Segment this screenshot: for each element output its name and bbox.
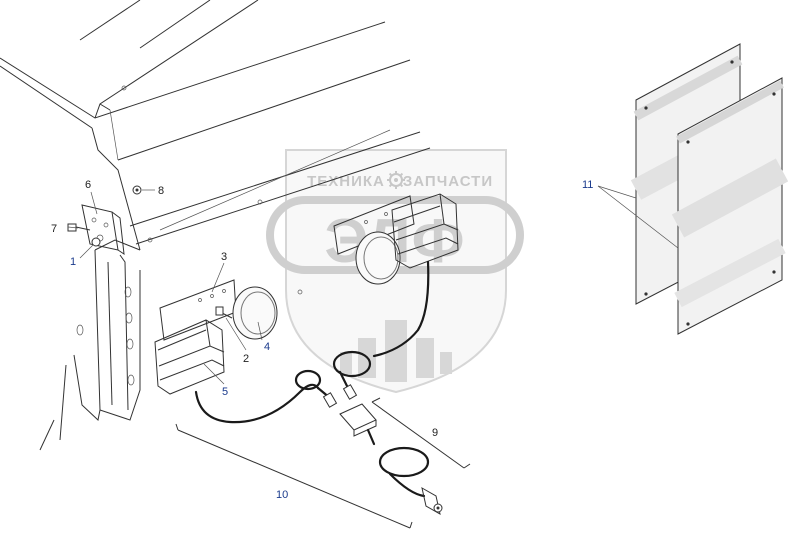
callout-bracket-10 (175, 423, 413, 529)
callout-labels: 6 7 8 1 3 2 4 5 9 10 11 (51, 179, 593, 501)
lens-right (355, 231, 401, 285)
leader-lines (67, 185, 679, 385)
watermark-brand-left: ТЕХНИКА (307, 173, 385, 190)
callout-4: 4 (264, 341, 270, 353)
mounting-plate-right (333, 195, 415, 255)
connector-left (322, 392, 338, 408)
screw-left (215, 306, 233, 319)
plug-connector (421, 487, 443, 515)
callout-5: 5 (222, 386, 228, 398)
callout-6: 6 (85, 179, 91, 191)
wiring-harness (194, 260, 443, 515)
callout-bracket-9 (371, 397, 471, 469)
connector-right (342, 384, 358, 400)
mounting-plate-left (159, 279, 237, 341)
washer (91, 237, 101, 247)
lamp-right (391, 193, 459, 269)
callout-11: 11 (582, 179, 593, 191)
callout-10: 10 (276, 489, 288, 501)
wheat-icon (340, 320, 452, 382)
callout-1: 1 (70, 256, 76, 268)
machine-body (0, 0, 431, 451)
junction-block (339, 403, 377, 437)
watermark-brand-right: ЗАПЧАСТИ (403, 173, 493, 190)
gear-icon (387, 171, 405, 189)
lens-left (232, 286, 278, 340)
callout-7: 7 (51, 223, 57, 235)
reflective-panel-front (671, 77, 788, 335)
callout-9: 9 (432, 427, 438, 439)
callout-3: 3 (221, 251, 227, 263)
lamp-left (154, 319, 225, 395)
callout-2: 2 (243, 353, 249, 365)
nut (132, 185, 142, 195)
callout-8: 8 (158, 185, 164, 197)
